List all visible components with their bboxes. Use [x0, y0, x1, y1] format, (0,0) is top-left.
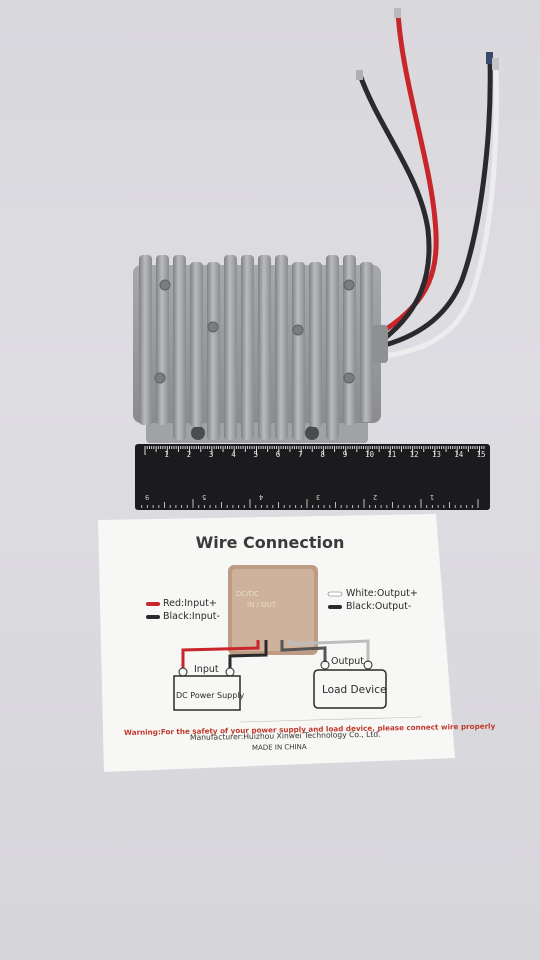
ruler-number-bottom: 4 — [259, 493, 264, 501]
legend-white-output: White:Output+ — [346, 588, 418, 599]
ruler-number-top: 2 — [186, 450, 192, 459]
ruler — [135, 444, 490, 510]
cable-gland — [372, 325, 388, 363]
ruler-number-top: 8 — [320, 450, 325, 459]
instruction-card — [98, 514, 455, 772]
ruler-number-bottom: 2 — [373, 493, 378, 501]
heatsink-fins — [139, 255, 373, 440]
screw — [154, 372, 166, 384]
legend-black-input: Black:Input- — [163, 611, 220, 622]
wire-tip-red — [394, 8, 401, 18]
made-in-text: MADE IN CHINA — [251, 743, 307, 752]
ruler-number-top: 14 — [454, 450, 464, 459]
ruler-number-top: 15 — [476, 450, 486, 459]
ruler-number-top: 13 — [431, 450, 441, 459]
screw — [292, 324, 304, 336]
chip-io-text: IN / OUT — [247, 601, 277, 609]
wire-tip-white — [492, 58, 499, 70]
ruler-number-bottom: 3 — [316, 493, 321, 501]
legend-red-input: Red:Input+ — [163, 598, 217, 609]
power-supply-box — [173, 675, 241, 711]
ruler-number-bottom: 1 — [430, 493, 435, 501]
ruler-number-top: 1 — [164, 450, 169, 459]
mount-hole-left — [191, 426, 205, 440]
legend-black-output: Black:Output- — [346, 601, 412, 612]
ruler-number-top: 6 — [275, 450, 281, 459]
converter-housing — [133, 255, 388, 443]
wire-black-input — [357, 74, 432, 340]
mount-hole-right — [305, 426, 319, 440]
load-device-box — [313, 669, 387, 709]
wire-black-output — [384, 59, 493, 348]
load-device-label: Load Device — [322, 684, 387, 696]
diagram-wire-black-in — [228, 640, 268, 668]
wire-tip-black-out — [486, 52, 493, 64]
ruler-number-bottom: 9 — [145, 493, 150, 501]
housing-screws — [154, 279, 355, 384]
ruler-body — [135, 444, 490, 510]
chip-model-text: DC/DC — [236, 590, 259, 598]
wire-tip-black-in — [356, 70, 363, 80]
ruler-ticks-top — [144, 446, 485, 455]
card-title: Wire Connection — [195, 533, 345, 552]
legend-swatch-white — [327, 591, 343, 597]
screw — [207, 321, 219, 333]
diagram-wire-red — [181, 640, 260, 668]
ruler-number-top: 3 — [208, 450, 214, 459]
diagram-wire-white — [288, 639, 370, 662]
legend-swatch-black-in — [146, 615, 160, 619]
wire-white — [384, 64, 499, 359]
ruler-number-top: 5 — [253, 450, 259, 459]
ruler-number-top: 9 — [342, 450, 348, 459]
ruler-number-top: 4 — [231, 450, 236, 459]
diagram-wire-black-out — [280, 640, 327, 662]
ruler-number-top: 10 — [365, 450, 375, 459]
legend-swatch-red — [146, 602, 160, 606]
legend-swatch-black-out — [328, 605, 342, 609]
ruler-number-bottom: 5 — [202, 493, 207, 501]
ruler-ticks-bottom — [141, 499, 479, 508]
screw — [159, 279, 171, 291]
ruler-number-top: 12 — [409, 450, 419, 459]
screw — [343, 372, 355, 384]
output-label: Output — [331, 656, 364, 667]
power-supply-label: DC Power Supply — [176, 691, 245, 700]
ruler-number-top: 7 — [298, 450, 303, 459]
ruler-number-top: 11 — [387, 450, 397, 459]
wire-bundle — [356, 8, 499, 359]
screw — [343, 279, 355, 291]
input-label: Input — [194, 664, 219, 675]
